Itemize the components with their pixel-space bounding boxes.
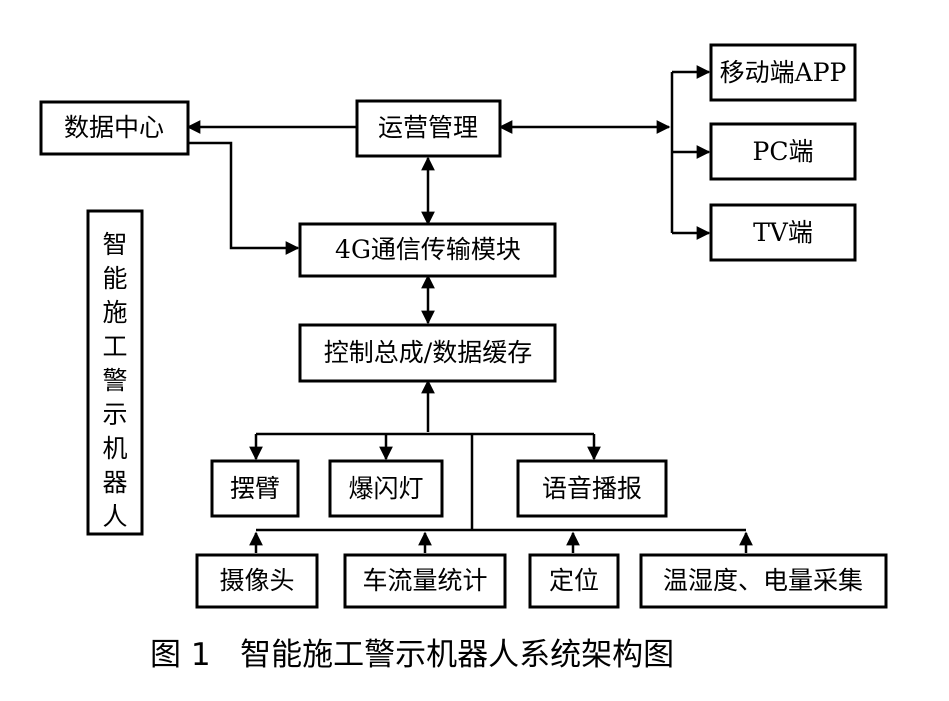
node-ops-mgmt: 运营管理 xyxy=(355,99,502,158)
svg-text:TV端: TV端 xyxy=(753,218,813,247)
node-pc: PC端 xyxy=(709,122,857,181)
side-label-text: 智能施工警示机器人 xyxy=(102,230,127,531)
svg-text:摆臂: 摆臂 xyxy=(230,474,280,503)
svg-text:摄像头: 摄像头 xyxy=(219,566,294,595)
node-tv: TV端 xyxy=(709,203,857,262)
node-control: 控制总成/数据缓存 xyxy=(298,323,557,383)
node-side-label: 智能施工警示机器人 xyxy=(86,209,144,536)
node-comm-module: 4G通信传输模块 xyxy=(298,222,557,278)
node-swing-arm: 摆臂 xyxy=(210,459,300,518)
svg-text:移动端APP: 移动端APP xyxy=(720,58,847,87)
svg-text:车流量统计: 车流量统计 xyxy=(362,566,487,595)
svg-text:4G通信传输模块: 4G通信传输模块 xyxy=(335,235,521,264)
edge-datacenter-to-comm xyxy=(188,141,300,255)
svg-text:数据中心: 数据中心 xyxy=(64,113,164,142)
node-camera: 摄像头 xyxy=(195,553,319,609)
figure-caption: 图 1 智能施工警示机器人系统架构图 xyxy=(150,637,674,673)
svg-text:PC端: PC端 xyxy=(753,137,814,166)
node-positioning: 定位 xyxy=(528,553,620,609)
svg-text:运营管理: 运营管理 xyxy=(378,113,478,142)
svg-text:爆闪灯: 爆闪灯 xyxy=(348,474,423,503)
svg-text:温湿度、电量采集: 温湿度、电量采集 xyxy=(663,566,863,595)
node-strobe: 爆闪灯 xyxy=(328,459,444,518)
node-voice: 语音播报 xyxy=(516,459,668,518)
svg-text:定位: 定位 xyxy=(549,566,599,595)
svg-text:语音播报: 语音播报 xyxy=(542,474,642,503)
node-mobile-app: 移动端APP xyxy=(709,43,857,102)
svg-text:控制总成/数据缓存: 控制总成/数据缓存 xyxy=(324,338,532,367)
node-env-power: 温湿度、电量采集 xyxy=(639,553,888,609)
node-data-center: 数据中心 xyxy=(39,100,190,156)
node-traffic-count: 车流量统计 xyxy=(343,553,507,609)
connectors xyxy=(186,65,753,553)
